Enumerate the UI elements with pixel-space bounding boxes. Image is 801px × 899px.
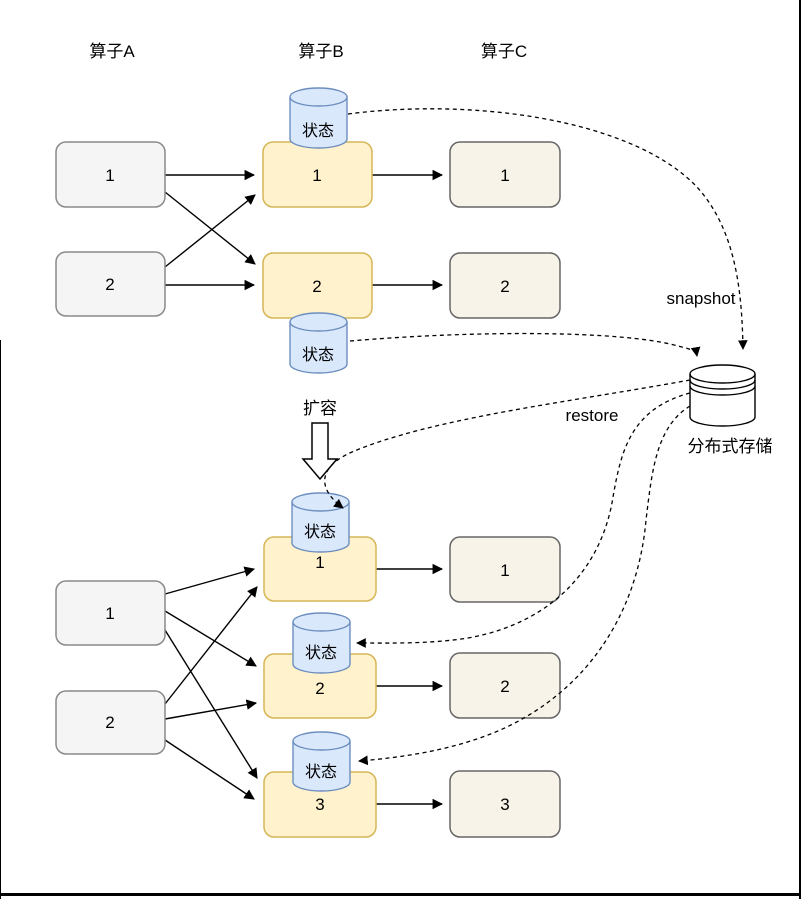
state-cylinder-b1-before bbox=[289, 87, 348, 149]
state-label-b1-after: 状态 bbox=[304, 523, 336, 541]
restore-label: restore bbox=[566, 406, 619, 425]
page-right-border bbox=[799, 0, 801, 899]
state-label-b2-before: 状态 bbox=[302, 346, 334, 364]
task-box-c2-after bbox=[449, 652, 561, 719]
task-label-c1-after: 1 bbox=[500, 561, 509, 580]
task-label-b3-after: 3 bbox=[315, 795, 324, 814]
task-box-c2-before bbox=[449, 252, 561, 319]
edge-a2-b1-before bbox=[164, 194, 256, 268]
page-left-border bbox=[0, 340, 1, 899]
state-label-b1-before: 状态 bbox=[302, 122, 334, 140]
task-box-c3-after bbox=[449, 770, 561, 838]
edge-a1-b3-after bbox=[164, 629, 258, 779]
state-cylinder-b3-after bbox=[292, 731, 351, 792]
snapshot-label: snapshot bbox=[667, 289, 736, 308]
task-label-c1-before: 1 bbox=[500, 166, 509, 185]
task-label-b2-before: 2 bbox=[312, 277, 321, 296]
task-box-c1-after bbox=[449, 536, 561, 603]
task-label-c3-after: 3 bbox=[500, 795, 509, 814]
edge-a2-b3-after bbox=[164, 739, 255, 800]
task-box-a2-before bbox=[55, 251, 166, 317]
task-box-a1-after bbox=[55, 580, 166, 646]
column-header-operator-b: 算子B bbox=[298, 42, 343, 61]
task-label-b1-after: 1 bbox=[315, 553, 324, 572]
edge-a2-b2-after bbox=[164, 699, 258, 720]
snapshot-edge-b1-state bbox=[347, 108, 748, 350]
storage-cylinder-rim bbox=[689, 373, 756, 384]
edge-a1-b2-before bbox=[164, 191, 256, 265]
state-cylinder-b2-before-rim bbox=[289, 321, 348, 332]
state-cylinder-b2-after bbox=[292, 612, 351, 674]
edge-a1-b2-after bbox=[164, 610, 257, 667]
storage-cylinder-ring-2 bbox=[689, 385, 756, 396]
task-box-a1-before bbox=[55, 141, 166, 208]
task-box-c1-before bbox=[449, 141, 561, 208]
state-label-b2-after: 状态 bbox=[305, 644, 337, 662]
column-header-operator-a: 算子A bbox=[89, 42, 135, 61]
state-cylinder-b1-before-rim bbox=[289, 96, 348, 107]
state-cylinder-b1-after bbox=[291, 492, 350, 553]
edge-a1-b1-after bbox=[164, 566, 256, 595]
task-label-a2-before: 2 bbox=[105, 275, 114, 294]
page-bottom-border bbox=[0, 893, 801, 896]
state-label-b3-after: 状态 bbox=[305, 763, 337, 781]
scale-out-label: 扩容 bbox=[303, 399, 337, 418]
task-label-c2-before: 2 bbox=[500, 277, 509, 296]
task-box-a2-after bbox=[55, 690, 166, 755]
restore-edge-b1-state bbox=[324, 379, 691, 509]
restore-edge-b3-state bbox=[358, 405, 691, 766]
scale-out-arrow-icon bbox=[301, 422, 339, 481]
task-label-a1-before: 1 bbox=[105, 166, 114, 185]
task-label-a2-after: 2 bbox=[105, 713, 114, 732]
column-header-operator-c: 算子C bbox=[481, 42, 527, 61]
task-label-c2-after: 2 bbox=[500, 677, 509, 696]
snapshot-edge-b2-state bbox=[349, 332, 701, 357]
state-cylinder-b2-before bbox=[289, 312, 348, 374]
state-cylinder-b1-after-rim bbox=[291, 501, 350, 512]
task-label-b1-before: 1 bbox=[312, 166, 321, 185]
edge-a2-b1-after bbox=[164, 586, 258, 705]
task-label-a1-after: 1 bbox=[105, 604, 114, 623]
restore-edge-b2-state bbox=[356, 392, 691, 648]
state-cylinder-b2-after-rim bbox=[292, 621, 351, 632]
storage-cylinder-ring-1 bbox=[689, 379, 756, 390]
state-cylinder-b3-after-rim bbox=[292, 740, 351, 751]
task-label-b2-after: 2 bbox=[315, 679, 324, 698]
storage-label: 分布式存储 bbox=[688, 437, 773, 456]
